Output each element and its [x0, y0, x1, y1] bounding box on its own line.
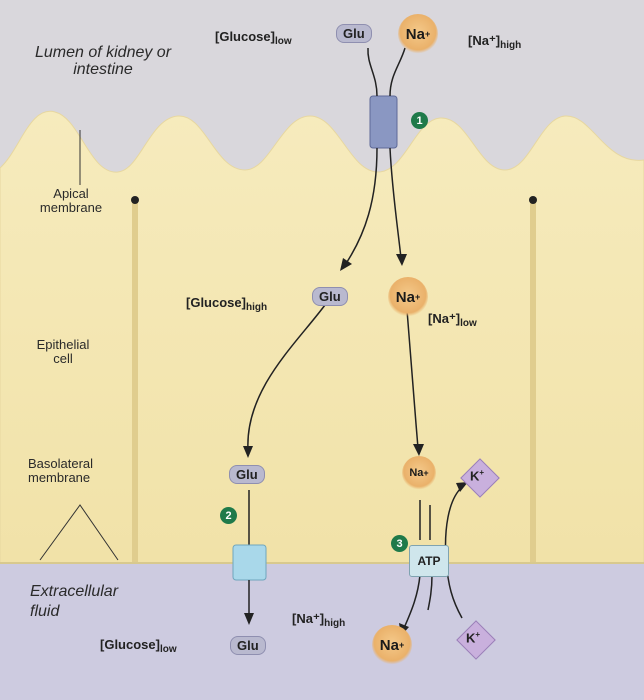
- epithelial-cell-label: Epithelial cell: [36, 337, 90, 366]
- potassium-label-extracellular: K+: [466, 630, 481, 646]
- sodium-arrow-1: [389, 147, 402, 259]
- basolateral-membrane-label: Basolateral membrane: [28, 456, 94, 485]
- glucose-molecule-extracellular: Glu: [230, 636, 266, 655]
- glucose-molecule-basolateral: Glu: [229, 465, 265, 484]
- sodium-ion-cell: Na+: [388, 277, 428, 317]
- lumen-label: Lumen of kidney or intestine: [34, 44, 172, 78]
- basolateral-pointer: [39, 504, 119, 561]
- sodium-arrow-2: [406, 309, 419, 449]
- glucose-molecule-lumen: Glu: [336, 24, 372, 43]
- step-2-badge: 2: [220, 507, 237, 524]
- glucose-arrow-2: [247, 304, 326, 451]
- sodium-ion-extracellular: Na+: [372, 625, 412, 665]
- sodium-high-extracellular: [Na⁺]high: [292, 611, 346, 629]
- glucose-molecule-cell: Glu: [312, 287, 348, 306]
- sodium-high-lumen: [Na⁺]high: [468, 33, 522, 51]
- potassium-label-inside: K+: [470, 468, 485, 484]
- glucose-arrow-1: [344, 147, 378, 266]
- glut-transporter: [232, 544, 267, 581]
- tight-junction-left: [131, 196, 139, 204]
- atp-pump: ATP: [409, 545, 449, 577]
- glucose-low-lumen: [Glucose]low: [215, 29, 292, 47]
- glucose-low-extracellular: [Glucose]low: [100, 637, 177, 655]
- sodium-ion-pump-inside: Na+: [402, 456, 436, 490]
- step-3-badge: 3: [391, 535, 408, 552]
- epithelial-cells: [0, 110, 644, 564]
- glucose-high-cell: [Glucose]high: [186, 295, 268, 313]
- sodium-ion-lumen: Na+: [398, 14, 438, 54]
- apical-membrane-label: Apical membrane: [39, 186, 103, 215]
- sodium-arrow-3: [403, 574, 421, 629]
- step-1-badge: 1: [411, 112, 428, 129]
- extracellular-fluid-label: Extracellular fluid: [30, 583, 119, 620]
- sglt-transporter: [369, 95, 398, 149]
- tight-junction-right: [529, 196, 537, 204]
- sodium-low-cell: [Na⁺]low: [428, 311, 477, 329]
- extracellular-region: [0, 555, 644, 700]
